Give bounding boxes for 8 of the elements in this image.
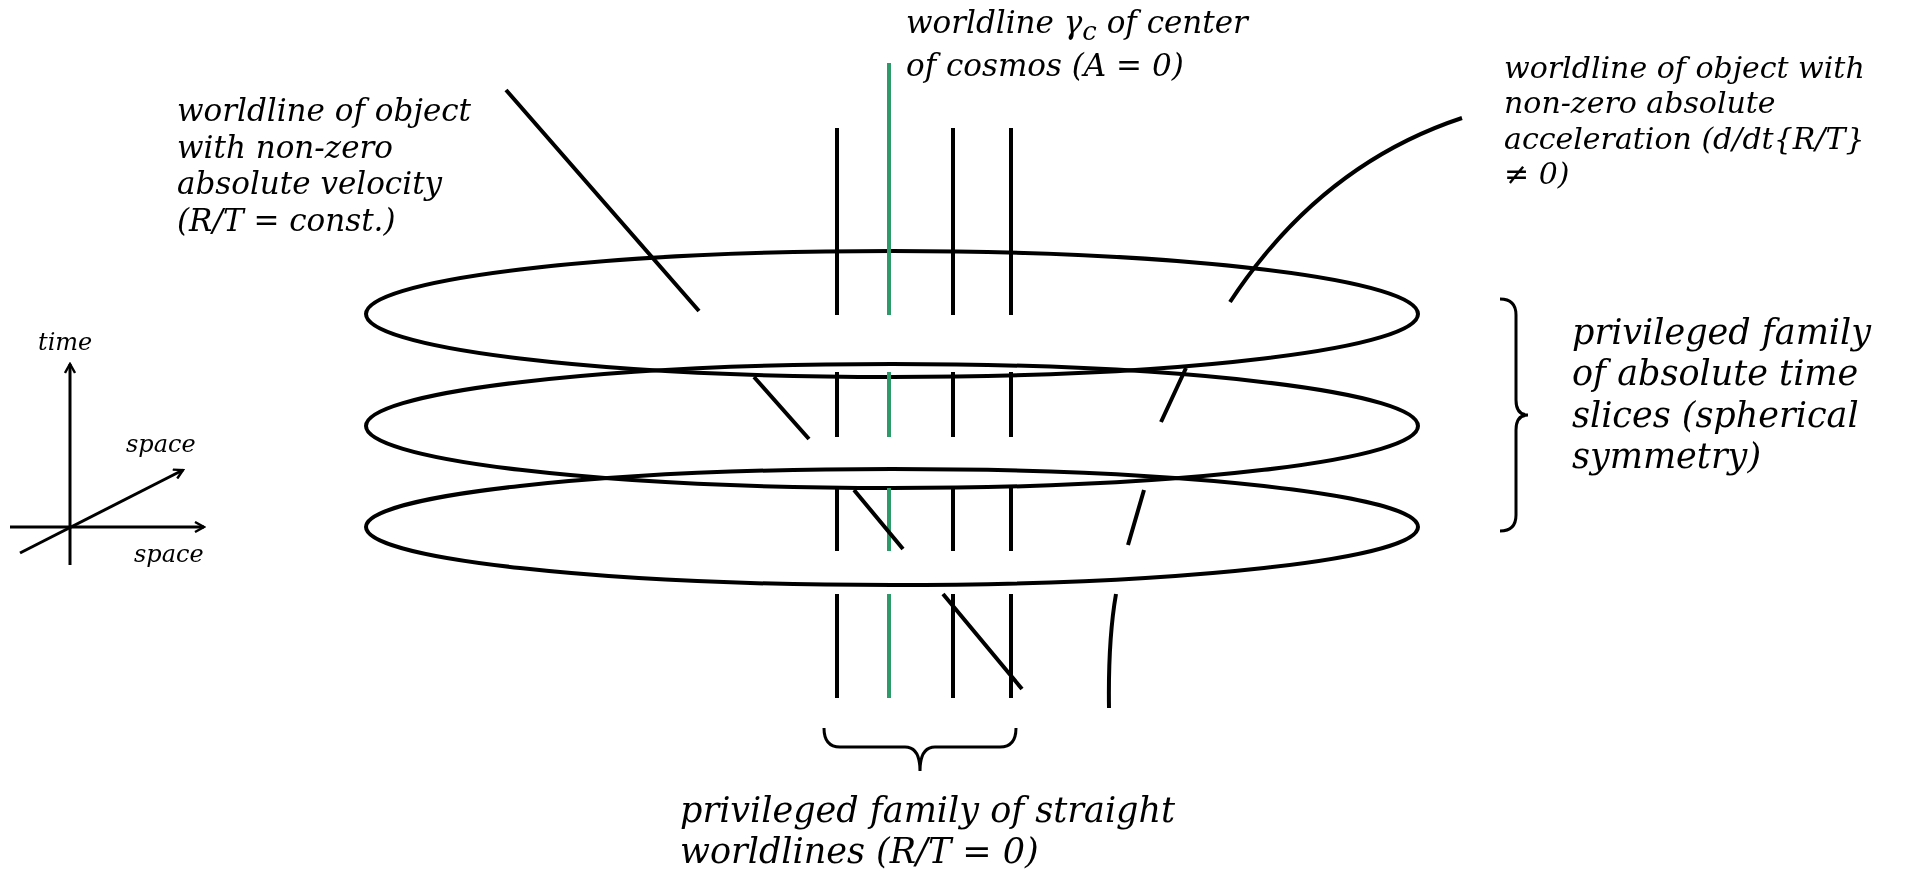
annotation-text: worldline γ$_{c}$ of center of cosmos (A = 0) <box>906 4 1251 84</box>
brace-label: privileged family of absolute time slices (spherical symmetry) <box>1572 312 1873 478</box>
axis-label: time <box>38 328 93 357</box>
axis-label: space <box>126 430 196 459</box>
brace-label: privileged family of straight worldlines (R/T = 0) <box>680 790 1177 873</box>
annotation-text: worldline of object with non-zero absolute acceleration (d/dt{R/T} ≠ 0) <box>1504 50 1866 192</box>
axis-label: space <box>134 540 204 569</box>
annotation-text: worldline of object with non-zero absolute velocity (R/T = const.) <box>177 92 473 239</box>
